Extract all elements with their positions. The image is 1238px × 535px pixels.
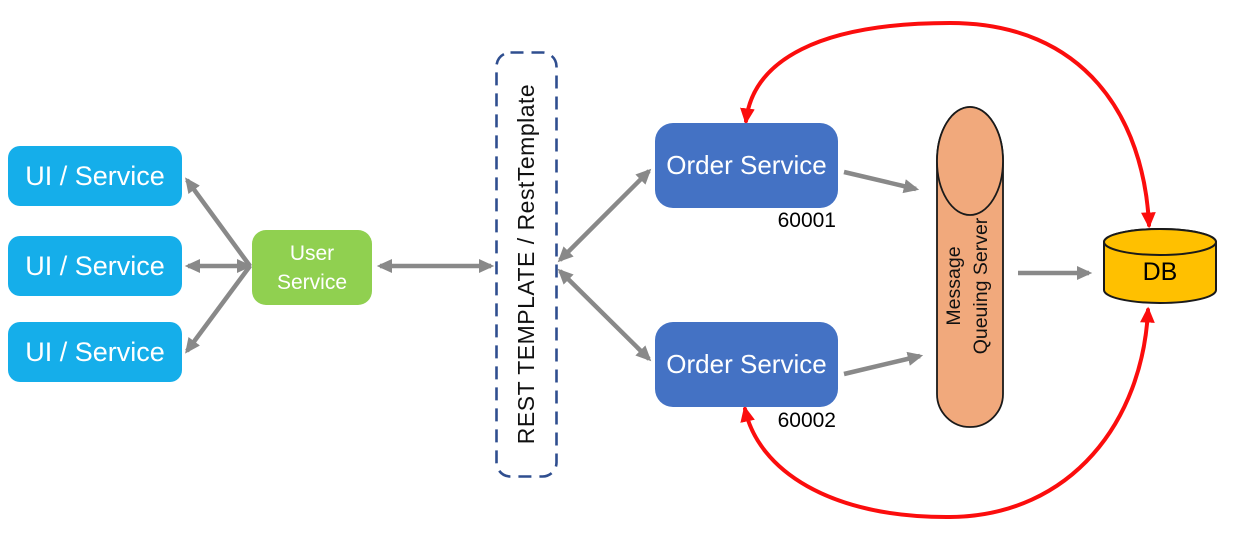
arrow-order-service-1-to-message-queue (843, 169, 920, 194)
red-arc-order-service-2-db (740, 306, 1155, 520)
label-rest-template: REST TEMPLATE / RestTemplate (513, 83, 539, 445)
node-order-service-2: Order Service (655, 322, 838, 407)
arrow-user-service-to-ui-service-3 (185, 264, 252, 354)
node-ui-service-1: UI / Service (8, 146, 182, 206)
arrow-rest-template-to-order-service-2 (557, 268, 652, 362)
label-message-queue-line-1: Message (943, 246, 965, 326)
node-ui-service-3: UI / Service (8, 322, 182, 382)
arrow-order-service-2-to-message-queue (843, 351, 924, 377)
arrow-user-service-to-ui-service-1 (185, 177, 252, 268)
label-message-queue-line-2: Queuing Server (970, 217, 992, 355)
label-message-queue: Message Queuing Server (941, 136, 997, 436)
rest-template-dashed-box (495, 51, 558, 478)
db-cylinder-top (1103, 228, 1217, 256)
arrow-rest-template-to-order-service-1 (557, 168, 652, 263)
node-order-service-1: Order Service (655, 123, 838, 208)
node-user-service: User Service (252, 230, 372, 305)
label-port-60001: 60001 (777, 209, 836, 232)
red-arc-order-service-1-db (740, 20, 1156, 229)
label-port-60002: 60002 (777, 409, 836, 432)
node-ui-service-2: UI / Service (8, 236, 182, 296)
label-db: DB (1142, 258, 1178, 286)
